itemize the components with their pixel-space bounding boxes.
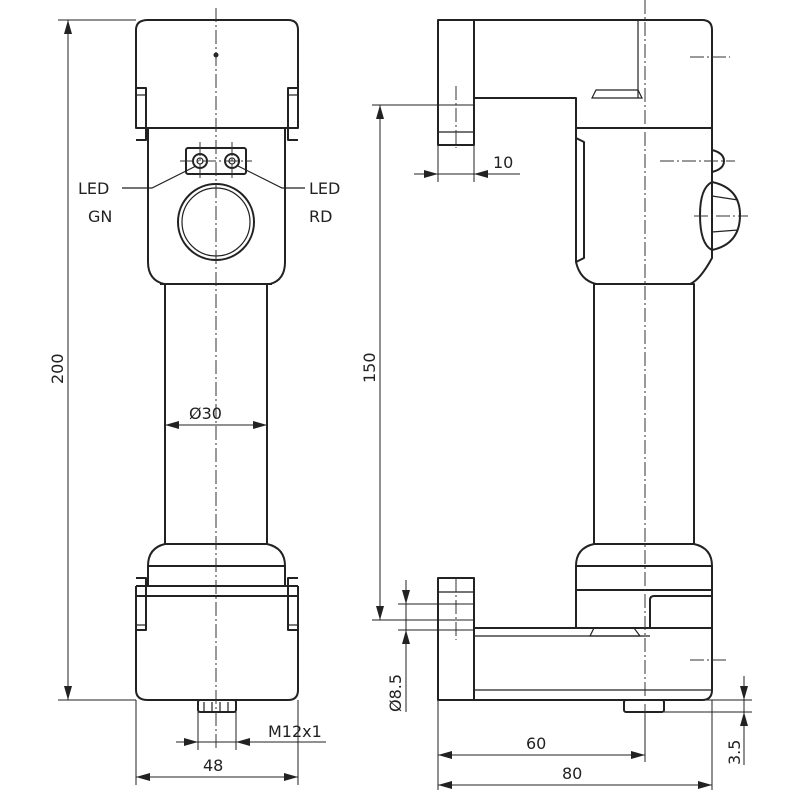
arrow <box>376 105 384 119</box>
arrow <box>64 20 72 34</box>
arrow <box>64 686 72 700</box>
front-top-head <box>135 19 299 129</box>
side-view <box>437 0 748 715</box>
side-knob <box>699 181 741 251</box>
dim-connector: M12x1 <box>268 722 322 741</box>
front-view: LED GN LED RD <box>78 8 340 748</box>
dim-overall-depth: 80 <box>562 764 582 783</box>
side-top-jaw-groove <box>591 89 643 99</box>
front-connector <box>197 699 237 713</box>
arrow <box>165 421 179 429</box>
arrow <box>698 781 712 789</box>
knob-line <box>711 229 739 233</box>
arrow <box>402 630 410 644</box>
arrow <box>402 590 410 604</box>
arrow <box>136 773 150 781</box>
side-connector <box>623 699 665 713</box>
led-green-label-1: LED <box>78 179 109 198</box>
side-dimensions: 150 10 Ø8.5 60 80 3.5 <box>360 104 752 790</box>
arrow <box>438 781 452 789</box>
led-red-label-1: LED <box>309 179 340 198</box>
dim-body-width: 48 <box>203 756 223 775</box>
front-top-clip-right <box>287 87 298 141</box>
led-red-label-2: RD <box>309 207 332 226</box>
front-dimensions: 200 Ø30 M12x1 48 <box>48 19 326 785</box>
arrow <box>424 170 438 178</box>
dim-tube-diameter: Ø30 <box>189 404 222 423</box>
front-bottom-clip-left <box>136 577 147 631</box>
side-top-jaw <box>437 19 713 146</box>
front-bottom-head <box>135 595 299 701</box>
led-red-leader <box>237 165 305 189</box>
side-upper-body <box>575 127 713 285</box>
arrow <box>740 712 748 726</box>
arrow <box>376 606 384 620</box>
arrow <box>438 751 452 759</box>
arrow <box>631 751 645 759</box>
front-bottom-clip-right <box>287 577 298 631</box>
side-recess <box>575 137 585 263</box>
dim-total-height: 200 <box>48 353 67 384</box>
front-top-clip-left <box>136 87 147 141</box>
dim-hole-diameter: Ø8.5 <box>386 674 405 712</box>
arrow <box>474 170 488 178</box>
led-green-leader <box>122 165 197 189</box>
arrow <box>236 738 250 746</box>
side-tube <box>593 283 695 545</box>
dim-jaw-thickness: 10 <box>493 153 513 172</box>
arrow <box>253 421 267 429</box>
side-bottom-jaw-groove <box>589 627 642 637</box>
dim-connector-height: 3.5 <box>725 740 744 765</box>
arrow <box>184 738 198 746</box>
side-indicator <box>711 149 725 173</box>
dim-mount-distance: 150 <box>360 352 379 383</box>
arrow <box>740 686 748 700</box>
side-lower-body <box>575 543 713 629</box>
led-green-label-2: GN <box>88 207 112 226</box>
arrow <box>284 773 298 781</box>
dim-jaw-depth: 60 <box>526 734 546 753</box>
knob-line <box>711 195 739 201</box>
